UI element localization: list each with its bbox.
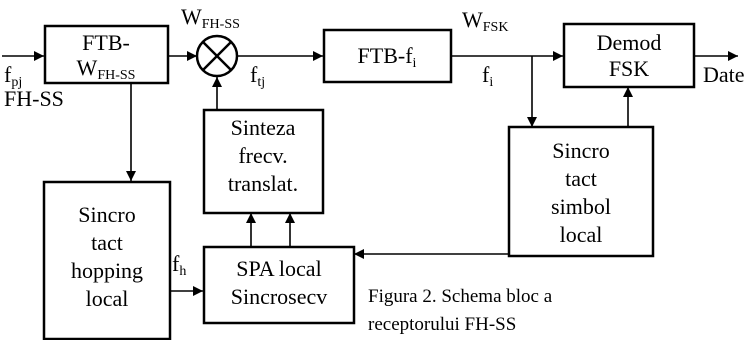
- output-date-label: Date: [703, 62, 745, 87]
- block-spa-line1: SPA local: [236, 256, 321, 281]
- signal-w-fsk-label: WFSK: [462, 7, 508, 35]
- block-sinteza: Sinteza frecv. translat.: [202, 108, 325, 215]
- signal-ftj-label: ftj: [250, 62, 265, 90]
- mixer-cross-b: [202, 41, 232, 71]
- block-sincro-simbol-line1: Sincro: [552, 138, 609, 163]
- block-sincro-simbol: Sincro tact simbol local: [507, 125, 655, 258]
- block-sincro-hopping-line1: Sincro: [78, 202, 135, 227]
- signal-fh-ss-label: FH-SS: [4, 86, 64, 111]
- block-ftb-wfh-ss: FTB- WFH-SS: [43, 24, 170, 85]
- block-sincro-simbol-line4: local: [560, 222, 603, 247]
- block-ftb-fi-label: FTB-fi: [358, 43, 417, 71]
- connection-lines: [2, 51, 738, 296]
- block-ftb-wfh-ss-line2: WFH-SS: [77, 55, 136, 83]
- block-ftb-fi: FTB-fi: [322, 28, 453, 84]
- figure-caption-line2: receptorului FH-SS: [368, 314, 516, 335]
- block-demod-line1: Demod: [597, 30, 662, 55]
- figure-caption-line1: Figura 2. Schema bloc a: [368, 286, 553, 307]
- mixer: [195, 34, 239, 78]
- block-sincro-hopping-line4: local: [86, 286, 129, 311]
- block-sinteza-line1: Sinteza: [231, 115, 296, 140]
- signal-w-fh-ss-label: WFH-SS: [181, 4, 240, 32]
- block-sincro-hopping-line3: hopping: [71, 258, 143, 283]
- block-sincro-hopping-line2: tact: [91, 230, 123, 255]
- block-spa-line2: Sincrosecv: [231, 284, 328, 309]
- block-sincro-hopping: Sincro tact hopping local: [42, 180, 172, 340]
- block-sincro-simbol-line2: tact: [565, 166, 597, 191]
- block-sinteza-line2: frecv.: [238, 143, 287, 168]
- block-demod-line2: FSK: [609, 56, 649, 81]
- block-sinteza-line3: translat.: [228, 171, 298, 196]
- signal-fi-label: fi: [482, 62, 493, 90]
- block-demod-fsk: Demod FSK: [562, 22, 696, 89]
- block-ftb-wfh-ss-line1: FTB-: [82, 30, 130, 55]
- signal-fh-label: fh: [172, 251, 186, 279]
- block-spa-local: SPA local Sincrosecv: [202, 245, 356, 325]
- block-sincro-simbol-line3: simbol: [551, 194, 611, 219]
- signal-fpj-label: fpj: [4, 62, 22, 90]
